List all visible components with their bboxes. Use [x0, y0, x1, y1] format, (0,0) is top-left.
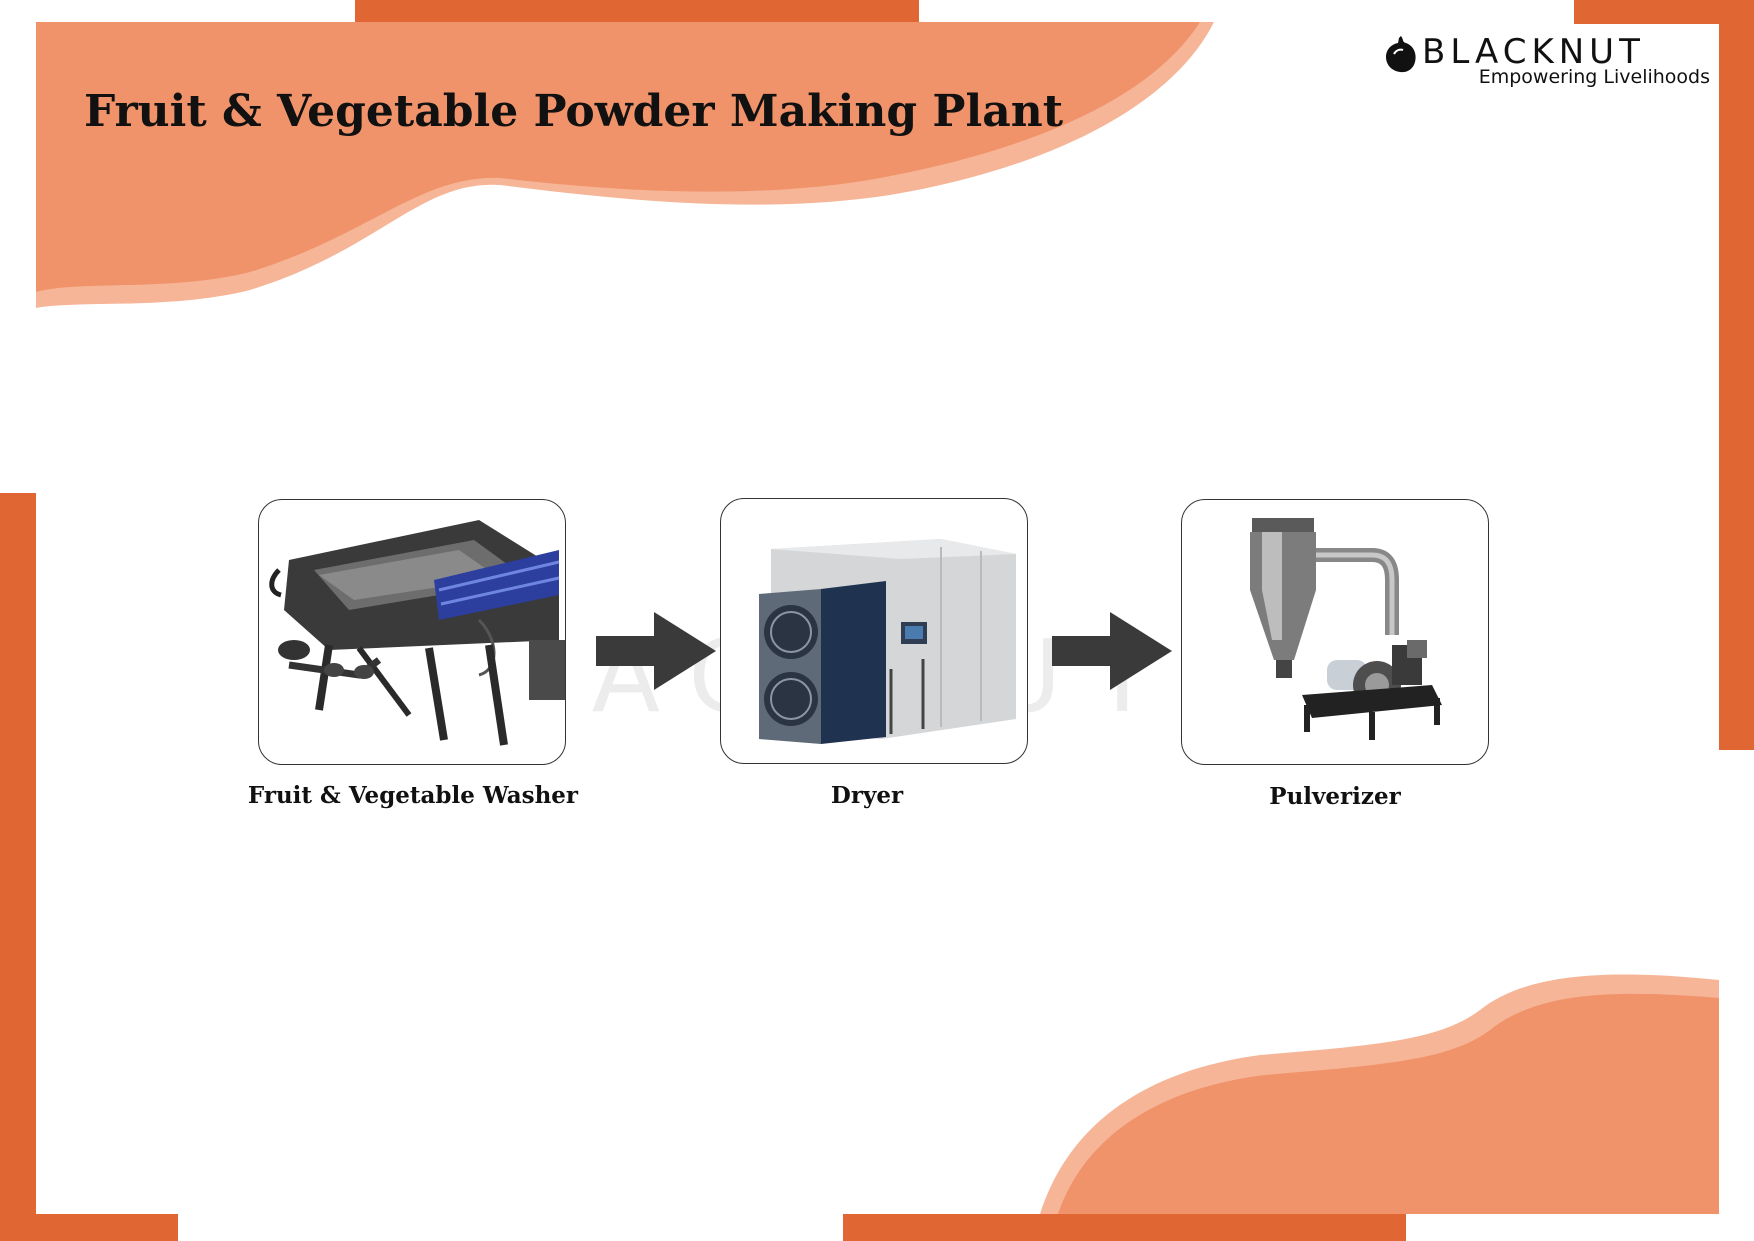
bottom-center-accent-bar	[843, 1214, 1406, 1241]
bottom-left-accent-bar	[0, 1214, 178, 1241]
right-side-accent-bar	[1719, 0, 1754, 750]
step-dryer-label: Dryer	[830, 782, 904, 809]
step-pulverizer-label: Pulverizer	[1269, 783, 1401, 810]
washer-machine-image	[269, 520, 565, 746]
right-arrow-icon	[1052, 612, 1172, 690]
dryer-machine-image	[759, 539, 1016, 744]
step-washer-label: Fruit & Vegetable Washer	[247, 782, 579, 809]
brand-logo: BLACKNUT Empowering Livelihoods	[1380, 30, 1710, 95]
top-accent-bar-center	[355, 0, 919, 24]
footer-wave-shape	[1040, 974, 1719, 1214]
step-washer-card	[258, 499, 566, 765]
step-pulverizer-card	[1181, 499, 1489, 765]
logo-nut-icon	[1386, 36, 1416, 73]
logo-tagline: Empowering Livelihoods	[1478, 66, 1710, 88]
pulverizer-machine-image	[1250, 518, 1442, 740]
step-dryer-card	[720, 498, 1028, 764]
header-wave-shape	[36, 22, 1214, 308]
logo-brand-text: BLACKNUT	[1422, 32, 1645, 72]
page-title: Fruit & Vegetable Powder Making Plant	[84, 86, 1064, 137]
right-arrow-icon	[596, 612, 716, 690]
left-side-accent-bar	[0, 493, 36, 1241]
